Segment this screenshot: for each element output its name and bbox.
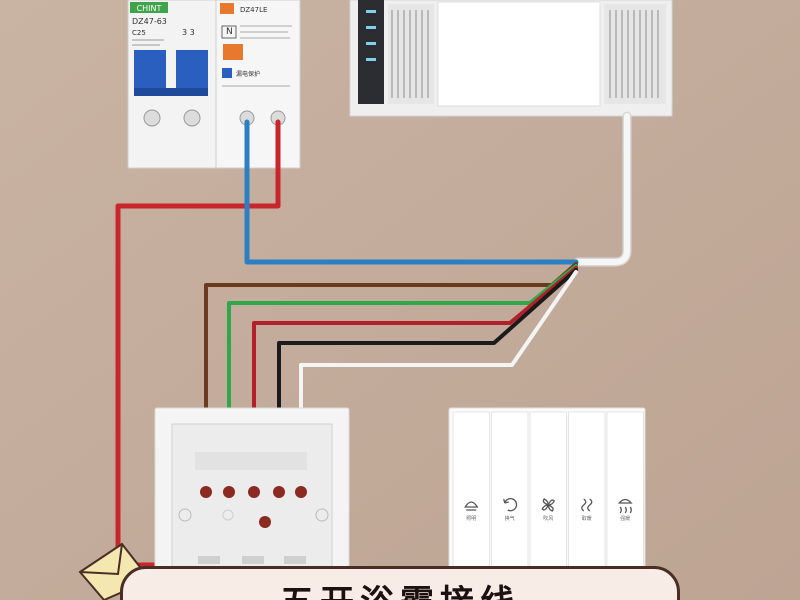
test-label-text: 漏电保护	[236, 70, 260, 78]
breaker-toggle-bar	[134, 88, 208, 96]
neutral-blue-wire	[244, 119, 579, 265]
vent-slats	[609, 10, 659, 98]
terminal-hole	[273, 486, 285, 498]
envelope-flap	[79, 543, 123, 576]
terminal-hole	[248, 486, 260, 498]
terminal-row	[200, 486, 307, 528]
green-wire	[227, 264, 578, 492]
switch-label: 强暖	[620, 515, 630, 522]
switch-button-4[interactable]: 取暖	[568, 411, 606, 595]
rocker-key[interactable]	[568, 411, 606, 595]
title-banner: 五开浴霸接线	[120, 566, 680, 600]
rcd-toggle[interactable]	[223, 44, 243, 60]
switch-label: 换气	[505, 515, 515, 522]
right-model-text: DZ47LE	[240, 6, 267, 14]
heater-vent-left	[388, 4, 434, 104]
heater-cable-highlight	[575, 113, 630, 265]
terminal-hole	[200, 486, 212, 498]
fan-icon	[541, 498, 556, 512]
vent-slats	[391, 10, 429, 98]
switch-button-2[interactable]: 换气	[491, 411, 529, 595]
red-switch-wire	[252, 266, 578, 492]
warm-air-icon	[581, 498, 593, 512]
right-mark-text: N	[226, 27, 233, 37]
terminal-screw	[183, 109, 201, 127]
heat-lamp-icon	[464, 501, 479, 511]
terminal-hole	[295, 486, 307, 498]
heater-display	[358, 0, 384, 104]
marker-circle	[222, 509, 234, 521]
switch-back-inner	[171, 423, 333, 575]
circuit-breaker: CHINT DZ47-63 C25 3 3 DZ47LE N 漏电保护	[127, 0, 301, 169]
mount-hole	[315, 508, 329, 522]
mark-box	[221, 25, 237, 39]
display-light	[366, 42, 376, 45]
terminal-hole	[223, 486, 235, 498]
left-rating-text: C25	[132, 29, 146, 37]
mount-hole	[178, 508, 192, 522]
display-light	[366, 58, 376, 61]
left-poles-text: 3 3	[182, 28, 195, 37]
switch-button-1[interactable]: 照明	[452, 411, 490, 595]
display-light	[366, 10, 376, 13]
left-model-text: DZ47-63	[132, 17, 167, 26]
rocker-key[interactable]	[491, 411, 529, 595]
banner-title: 五开浴霸接线	[123, 575, 677, 600]
heater-center-panel	[437, 1, 601, 107]
switch-rail	[195, 452, 307, 470]
switch-label: 吹风	[543, 515, 553, 522]
switch-back-panel	[154, 407, 350, 599]
strong-heat-icon	[617, 498, 633, 514]
brand-text: CHINT	[137, 4, 162, 13]
breaker-right-body	[215, 0, 301, 169]
heater-vent-right	[604, 4, 666, 104]
brand-logo	[130, 2, 168, 13]
bath-heater	[349, 0, 673, 117]
ventilation-icon	[503, 498, 518, 512]
rocker-key[interactable]	[452, 411, 490, 595]
display-light	[366, 26, 376, 29]
switch-label: 照明	[466, 516, 476, 522]
rcd-indicator	[220, 3, 234, 14]
clip	[198, 556, 220, 564]
test-button[interactable]	[222, 68, 232, 78]
terminal-screw	[143, 109, 161, 127]
terminal-hole-common	[259, 516, 271, 528]
clip	[284, 556, 306, 564]
switch-button-3[interactable]: 吹风	[529, 411, 567, 595]
switch-label: 取暖	[582, 515, 592, 522]
clip	[242, 556, 264, 564]
